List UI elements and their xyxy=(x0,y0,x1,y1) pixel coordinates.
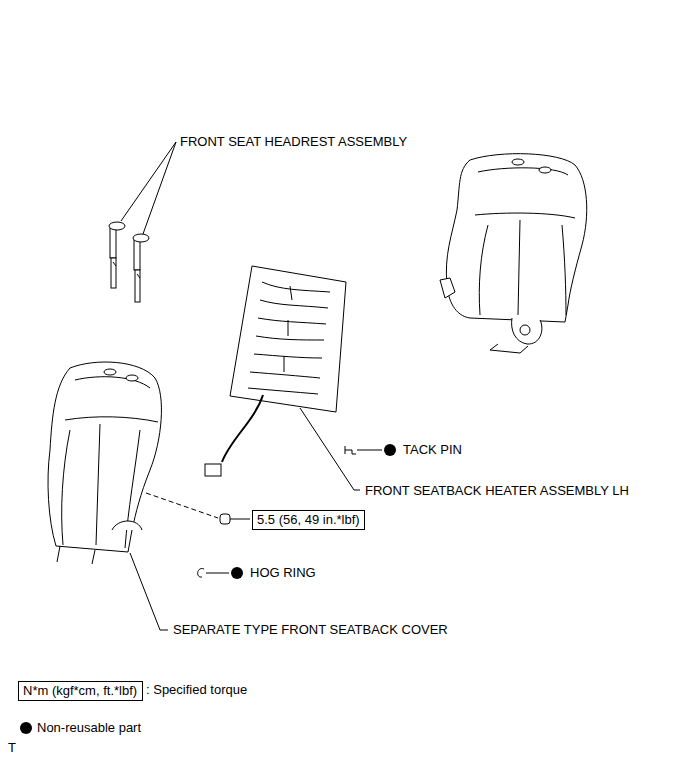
headrest-post xyxy=(109,222,149,302)
seatback-cover xyxy=(48,362,168,630)
leader-line xyxy=(143,142,176,234)
nut-symbol xyxy=(146,493,250,524)
part-name: FRONT SEAT HEADREST ASSEMBLY xyxy=(180,134,407,150)
leader-line xyxy=(121,142,176,221)
torque-unit-box: N*m (kgf*cm, ft.*lbf) xyxy=(18,681,143,701)
seatback-pad xyxy=(440,154,587,353)
figure-code: T xyxy=(8,740,16,756)
box-text: N*m (kgf*cm, ft.*lbf) xyxy=(23,683,138,699)
seatback-heater xyxy=(205,266,360,490)
legend-text: : Specified torque xyxy=(146,682,247,698)
tack-pin-symbol xyxy=(345,444,396,456)
hog-ring-symbol xyxy=(198,567,243,579)
legend-text: Non-reusable part xyxy=(37,720,141,736)
part-name: FRONT SEATBACK HEATER ASSEMBLY LH xyxy=(365,483,629,499)
non-reusable-dot xyxy=(20,722,32,734)
torque-spec-box: 5.5 (56, 49 in.*lbf) xyxy=(252,510,365,530)
part-name: HOG RING xyxy=(250,565,316,581)
part-name: TACK PIN xyxy=(403,442,462,458)
part-name: SEPARATE TYPE FRONT SEATBACK COVER xyxy=(173,622,448,638)
box-text: 5.5 (56, 49 in.*lbf) xyxy=(257,512,360,528)
